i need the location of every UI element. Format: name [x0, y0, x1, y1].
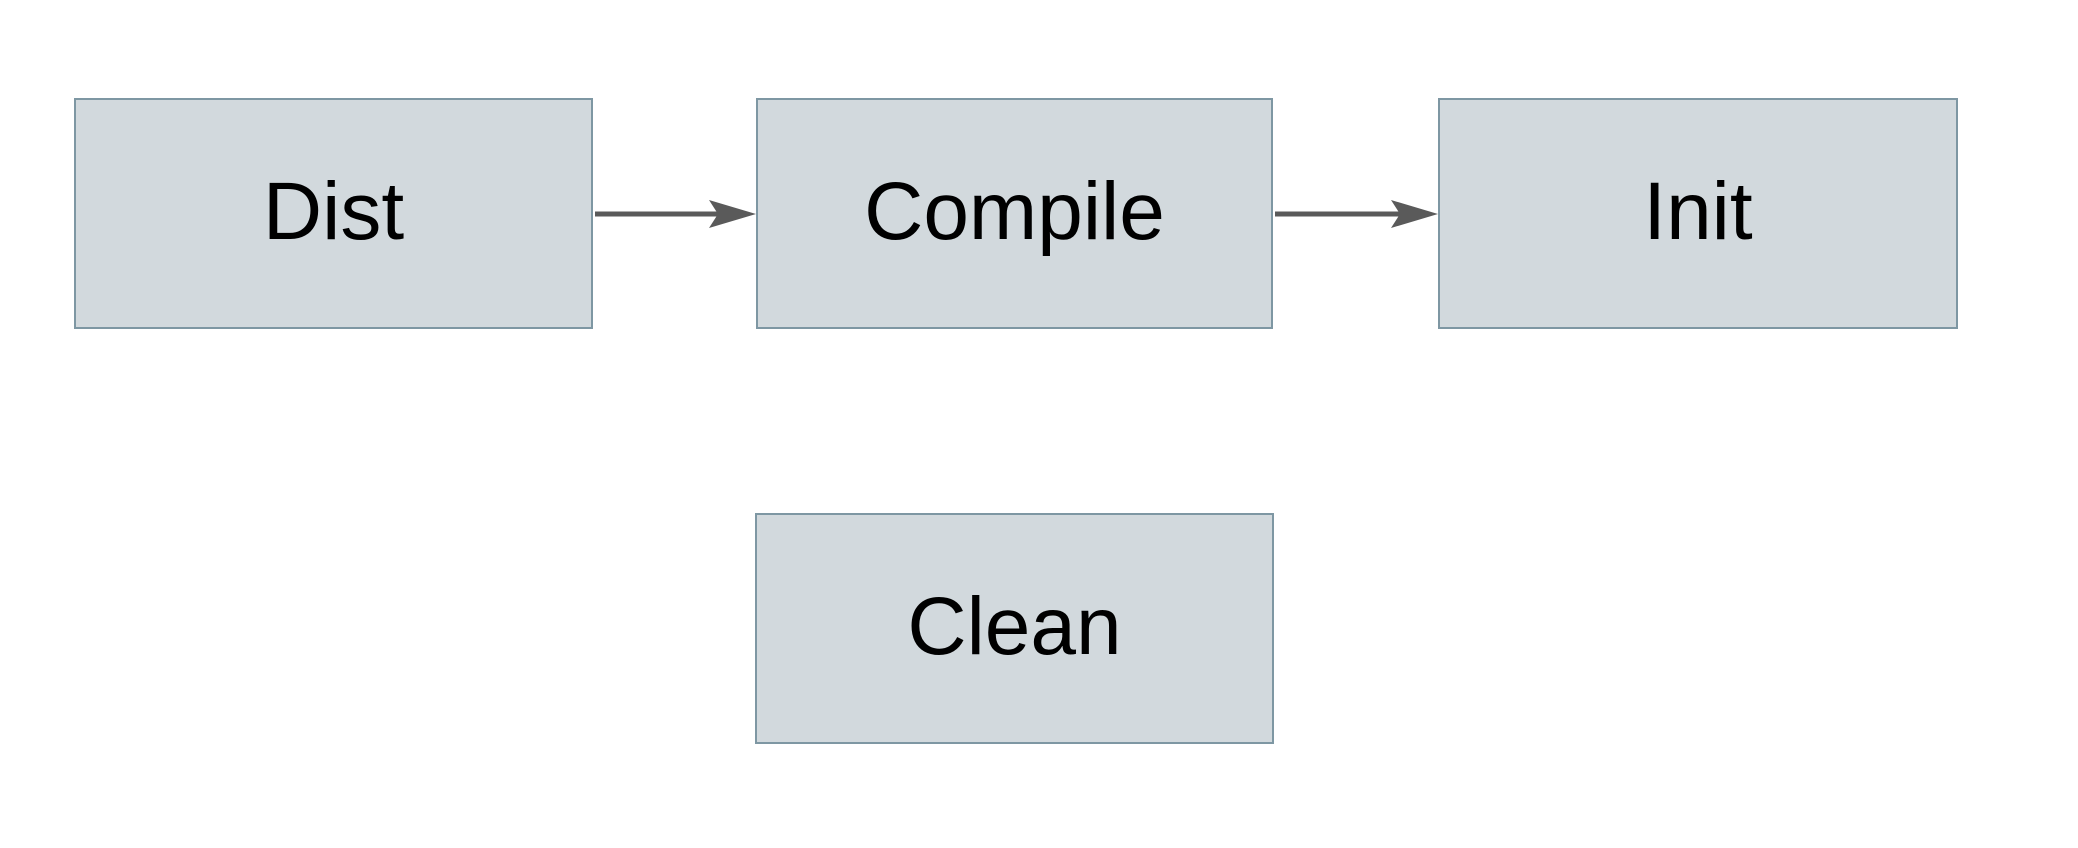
node-label: Init: [1643, 165, 1753, 257]
node-compile: Compile: [756, 98, 1273, 329]
node-label: Clean: [907, 580, 1122, 672]
arrow-dist-to-compile: [595, 200, 756, 228]
node-init: Init: [1438, 98, 1958, 329]
node-label: Dist: [262, 165, 405, 257]
node-dist: Dist: [74, 98, 593, 329]
node-clean: Clean: [755, 513, 1274, 744]
arrow-head-icon: [709, 200, 756, 228]
arrow-compile-to-init: [1275, 200, 1438, 228]
arrow-head-icon: [1391, 200, 1438, 228]
node-label: Compile: [864, 165, 1165, 257]
